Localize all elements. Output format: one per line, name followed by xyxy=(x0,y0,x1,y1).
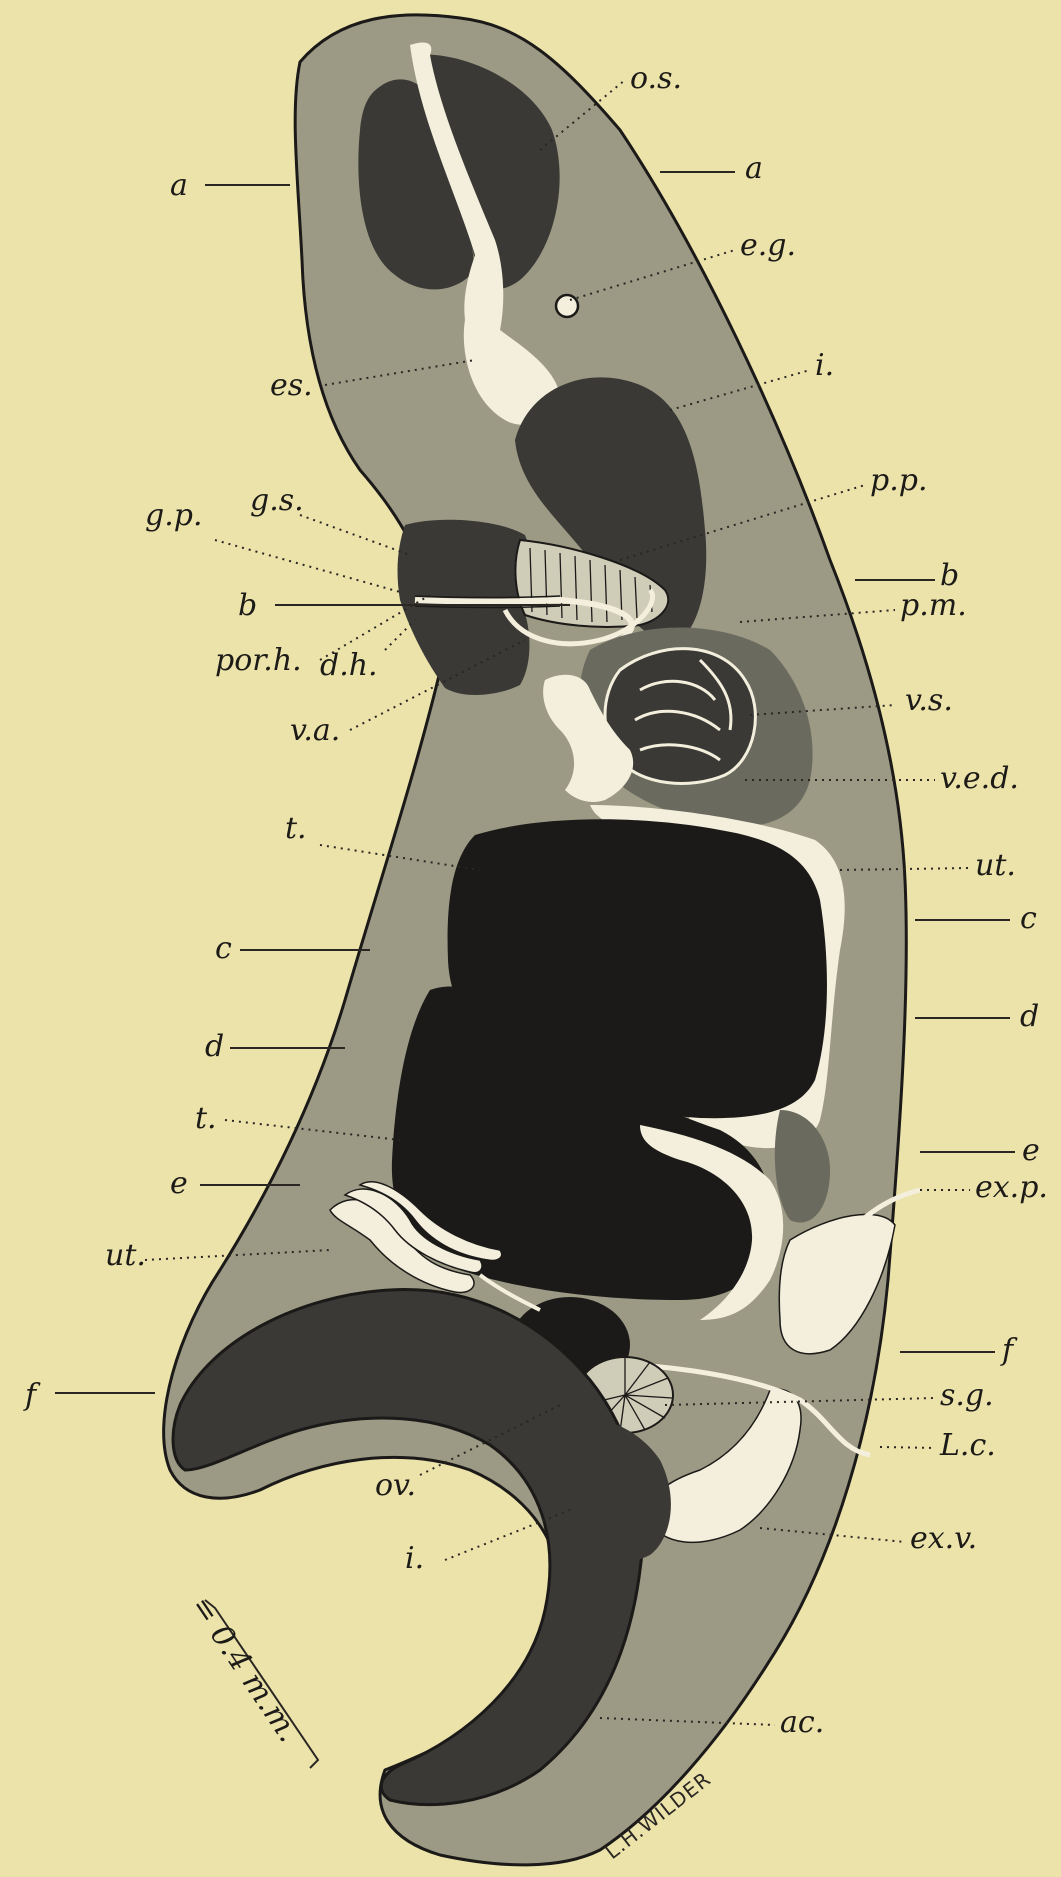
label-e-left: e xyxy=(170,1166,188,1201)
label-sg: s.g. xyxy=(940,1378,994,1413)
label-b-left: b xyxy=(238,588,257,623)
label-a-right: a xyxy=(745,151,763,186)
label-es: es. xyxy=(270,368,313,403)
label-exp: ex.p. xyxy=(975,1170,1048,1205)
label-t-top: t. xyxy=(285,811,307,846)
label-gp: g.p. xyxy=(145,498,202,533)
label-f-right: f xyxy=(1000,1333,1018,1368)
label-i-top: i. xyxy=(815,348,834,383)
label-a-left: a xyxy=(170,168,188,203)
label-va: v.a. xyxy=(290,713,340,748)
label-d-left: d xyxy=(205,1029,224,1064)
label-ved: v.e.d. xyxy=(940,761,1019,796)
label-ac: ac. xyxy=(780,1705,824,1740)
label-gs: g.s. xyxy=(250,483,304,518)
label-d-right: d xyxy=(1020,999,1039,1034)
label-lc: L.c. xyxy=(939,1428,996,1463)
scale-bar: = 0.4 m.m. xyxy=(183,1590,318,1768)
label-pp: p.p. xyxy=(870,463,927,498)
label-ut-left: ut. xyxy=(105,1238,146,1273)
label-ov: ov. xyxy=(375,1468,416,1503)
scale-bar-label: = 0.4 m.m. xyxy=(183,1590,306,1749)
label-c-right: c xyxy=(1020,901,1037,936)
label-porh: por.h. xyxy=(215,643,302,678)
label-ut-right: ut. xyxy=(975,848,1016,883)
label-pm: p.m. xyxy=(900,588,967,623)
label-vs: v.s. xyxy=(905,683,953,718)
label-e-right: e xyxy=(1022,1133,1040,1168)
label-t-bottom: t. xyxy=(195,1101,217,1136)
label-f-left: f xyxy=(23,1378,41,1413)
label-os: o.s. xyxy=(630,61,682,96)
label-dh: d.h. xyxy=(320,648,378,683)
eye-spot-gland xyxy=(556,295,578,317)
label-c-left: c xyxy=(215,931,232,966)
label-exv: ex.v. xyxy=(910,1521,977,1556)
label-i-bottom: i. xyxy=(405,1541,424,1576)
label-eg: e.g. xyxy=(740,228,796,263)
